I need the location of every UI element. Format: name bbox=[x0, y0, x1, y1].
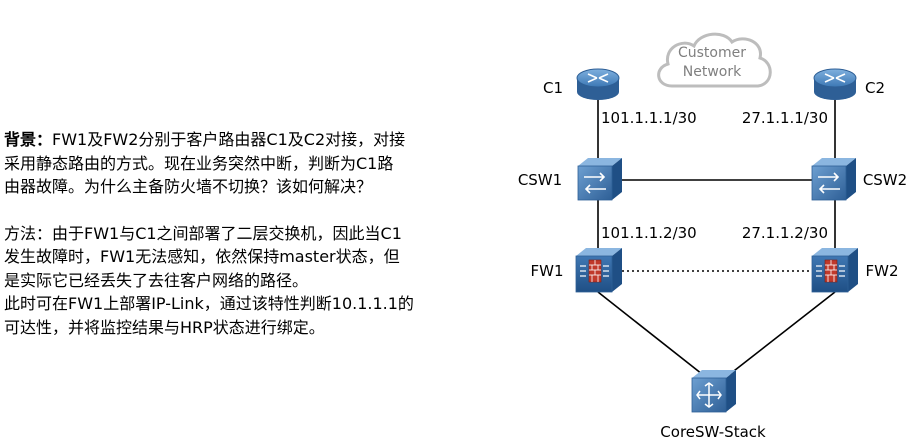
method-line-1: 方法：由于FW1与C1之间部署了二层交换机，因此当C1 bbox=[4, 223, 402, 243]
cloud-label-line-2: Network bbox=[683, 64, 742, 80]
method-line-5: 可达性，并将监控结果与HRP状态进行绑定。 bbox=[4, 317, 325, 337]
background-paragraph: 背景：FW1及FW2分别于客户路由器C1及C2对接，对接 采用静态路由的方式。现… bbox=[4, 128, 496, 199]
router-c2: C2 bbox=[813, 68, 885, 100]
router-c1: C1 bbox=[543, 68, 620, 100]
cloud-icon bbox=[657, 32, 772, 88]
router-c1-label: C1 bbox=[543, 79, 563, 97]
firewall-fw1: FW1 bbox=[530, 248, 622, 293]
link-fw2-coresw bbox=[729, 291, 836, 375]
customer-network-cloud: Customer Network bbox=[657, 32, 772, 88]
switch-csw1: CSW1 bbox=[518, 158, 622, 201]
ip-label-c2: 27.1.1.1/30 bbox=[742, 109, 828, 127]
ip-label-fw1: 101.1.1.2/30 bbox=[601, 224, 697, 242]
links bbox=[597, 100, 836, 375]
router-icon bbox=[813, 68, 857, 100]
router-icon bbox=[576, 68, 620, 100]
firewall-fw2-label: FW2 bbox=[865, 262, 898, 280]
method-line-4: 此时可在FW1上部署IP-Link，通过该特性判断10.1.1.1的 bbox=[4, 294, 414, 313]
switch-icon bbox=[811, 158, 856, 201]
firewall-icon bbox=[575, 248, 622, 293]
background-line-1: FW1及FW2分别于客户路由器C1及C2对接，对接 bbox=[52, 130, 406, 149]
firewall-icon bbox=[811, 248, 858, 293]
router-c2-label: C2 bbox=[865, 79, 885, 97]
switch-csw2: CSW2 bbox=[811, 158, 907, 201]
firewall-fw2: FW2 bbox=[811, 248, 899, 293]
ip-labels: 101.1.1.1/30 27.1.1.1/30 101.1.1.2/30 27… bbox=[601, 109, 828, 242]
ip-label-fw2: 27.1.1.2/30 bbox=[742, 224, 828, 242]
firewall-fw1-label: FW1 bbox=[530, 262, 563, 280]
core-switch-icon bbox=[691, 370, 736, 413]
switch-csw1-label: CSW1 bbox=[518, 171, 562, 189]
background-label: 背景： bbox=[4, 130, 53, 149]
ip-label-c1: 101.1.1.1/30 bbox=[601, 109, 697, 127]
switch-icon bbox=[577, 158, 622, 201]
background-line-2: 采用静态路由的方式。现在业务突然中断，判断为C1路 bbox=[4, 153, 394, 173]
method-line-3: 是实际它已经丢失了去往客户网络的路径。 bbox=[4, 270, 309, 290]
method-paragraph: 方法：由于FW1与C1之间部署了二层交换机，因此当C1 发生故障时，FW1无法感… bbox=[4, 222, 496, 340]
description-panel: 背景：FW1及FW2分别于客户路由器C1及C2对接，对接 采用静态路由的方式。现… bbox=[4, 128, 496, 339]
switch-csw2-label: CSW2 bbox=[863, 171, 907, 189]
core-switch-label: CoreSW-Stack bbox=[660, 423, 766, 441]
method-line-2: 发生故障时，FW1无法感知，依然保持master状态，但 bbox=[4, 247, 400, 266]
cloud-label-line-1: Customer bbox=[678, 45, 746, 61]
core-switch-stack: CoreSW-Stack bbox=[660, 370, 766, 441]
link-fw1-coresw bbox=[597, 291, 703, 375]
background-line-3: 由器故障。为什么主备防火墙不切换？该如何解决？ bbox=[4, 177, 373, 196]
